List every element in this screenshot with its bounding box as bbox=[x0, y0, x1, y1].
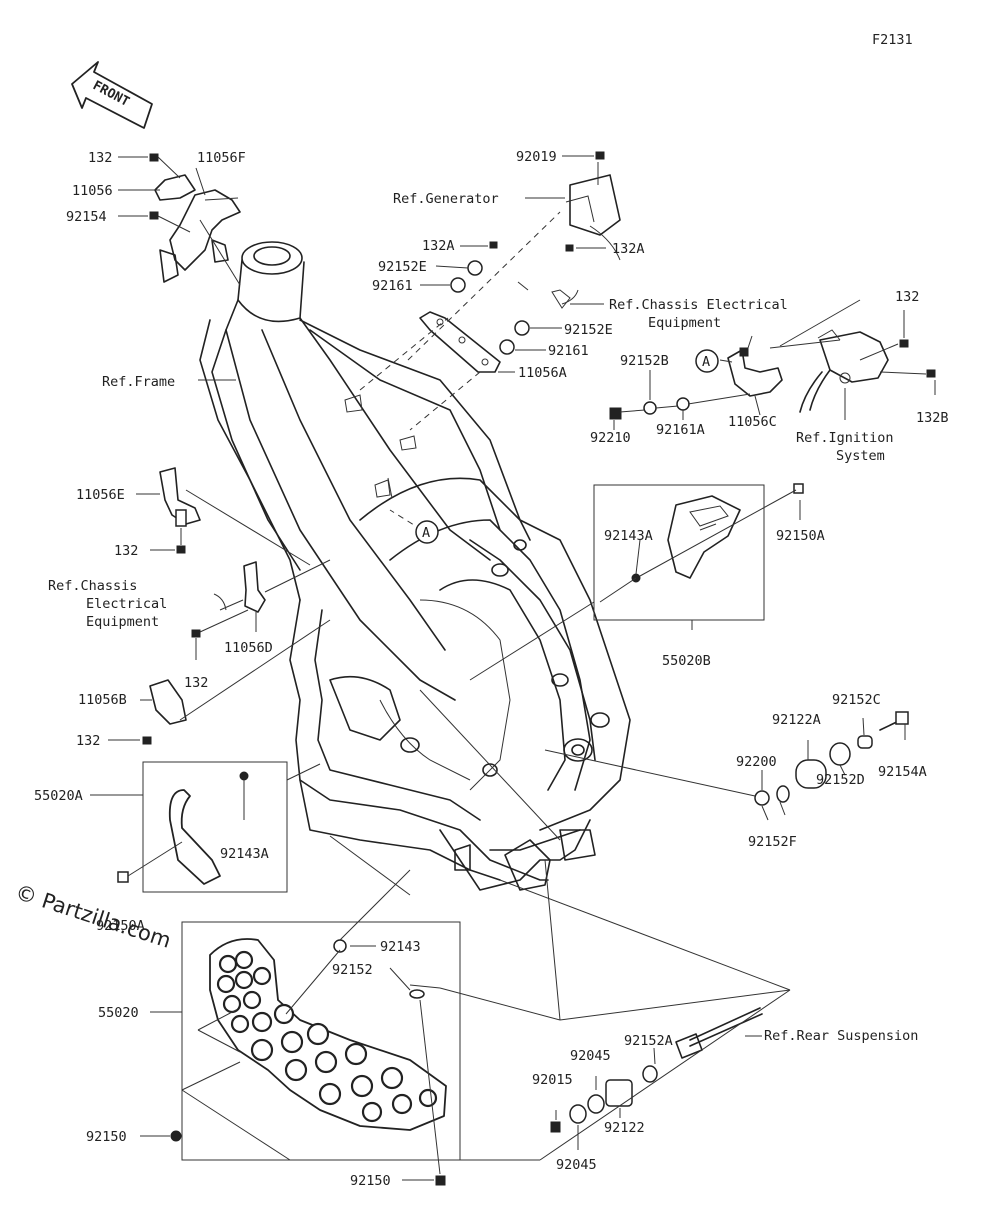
part-label: 92015 bbox=[532, 1072, 573, 1088]
part-label: 55020A bbox=[34, 788, 83, 804]
part-label: 92143 bbox=[380, 939, 421, 955]
part-label: 92150 bbox=[86, 1129, 127, 1145]
callout-a-center: A bbox=[415, 520, 439, 544]
guard-55020b bbox=[593, 483, 804, 621]
ref-chassis-electrical-left-2: Electrical bbox=[86, 596, 167, 612]
part-label: 92152E bbox=[564, 322, 613, 338]
part-label: 92152D bbox=[816, 772, 865, 788]
skid-plate-holes bbox=[216, 950, 438, 1123]
part-label: 11056E bbox=[76, 487, 125, 503]
svg-text:A: A bbox=[422, 525, 430, 541]
part-label: 92161 bbox=[372, 278, 413, 294]
part-number-labels: 132 11056F 11056 92154 92019 132A 92152E… bbox=[34, 149, 949, 1189]
part-label: 92154 bbox=[66, 209, 107, 225]
part-label: 11056A bbox=[518, 365, 567, 381]
part-label: 92152C bbox=[832, 692, 881, 708]
diagram-code: F2131 bbox=[872, 32, 913, 48]
bracket-11056f bbox=[149, 153, 241, 283]
ref-chassis-electrical-top: Ref.Chassis Electrical bbox=[609, 297, 788, 313]
part-label: 92150A bbox=[96, 918, 145, 934]
part-label: 92143A bbox=[220, 846, 269, 862]
part-label: 132B bbox=[916, 410, 949, 426]
part-label: 92161A bbox=[656, 422, 705, 438]
bracket-11056c bbox=[609, 329, 936, 420]
ref-ignition-2: System bbox=[836, 448, 885, 464]
part-label: 132A bbox=[612, 241, 645, 257]
part-label: 11056B bbox=[78, 692, 127, 708]
part-label: 92154A bbox=[878, 764, 927, 780]
part-label: 92152F bbox=[748, 834, 797, 850]
skid-plate-55020 bbox=[170, 921, 461, 1186]
part-label: 92045 bbox=[570, 1048, 611, 1064]
leader-lines bbox=[90, 155, 936, 1181]
part-label: 92152B bbox=[620, 353, 669, 369]
ref-chassis-electrical-left: Ref.Chassis bbox=[48, 578, 137, 594]
rear-mount-hardware bbox=[754, 711, 909, 806]
ref-chassis-electrical-top-2: Equipment bbox=[648, 315, 721, 331]
part-label: 92152 bbox=[332, 962, 373, 978]
callout-a-right: A bbox=[695, 349, 719, 373]
part-label: 11056D bbox=[224, 640, 273, 656]
bracket-11056e bbox=[159, 467, 201, 554]
motorcycle-frame bbox=[199, 174, 631, 891]
part-label: 132 bbox=[76, 733, 100, 749]
watermark: © Partzilla.com bbox=[12, 880, 174, 953]
hardware-top bbox=[450, 151, 621, 355]
svg-text:A: A bbox=[702, 354, 710, 370]
part-label: 55020 bbox=[98, 1005, 139, 1021]
part-label: 132 bbox=[895, 289, 919, 305]
part-label: 132 bbox=[88, 150, 112, 166]
part-label: 92122 bbox=[604, 1120, 645, 1136]
front-arrow-icon: FRONT bbox=[71, 61, 153, 129]
part-label: 11056 bbox=[72, 183, 113, 199]
ref-chassis-electrical-left-3: Equipment bbox=[86, 614, 159, 630]
bracket-11056d bbox=[191, 561, 266, 638]
part-label: 55020B bbox=[662, 653, 711, 669]
part-label: 132 bbox=[114, 543, 138, 559]
part-label: 92161 bbox=[548, 343, 589, 359]
reference-labels: Ref.Generator Ref.Chassis Electrical Equ… bbox=[48, 191, 918, 1044]
guard-55020a bbox=[117, 761, 288, 893]
bracket-11056b bbox=[142, 679, 187, 745]
ref-ignition: Ref.Ignition bbox=[796, 430, 894, 446]
part-label: 132A bbox=[422, 238, 455, 254]
part-label: 92019 bbox=[516, 149, 557, 165]
ref-generator: Ref.Generator bbox=[393, 191, 499, 207]
part-label: 92152E bbox=[378, 259, 427, 275]
part-label: 92122A bbox=[772, 712, 821, 728]
bracket-11056a bbox=[419, 281, 529, 373]
ref-frame: Ref.Frame bbox=[102, 374, 175, 390]
part-label: 11056F bbox=[197, 150, 246, 166]
part-label: 11056C bbox=[728, 414, 777, 430]
part-label: 92152A bbox=[624, 1033, 673, 1049]
ref-rear-suspension: Ref.Rear Suspension bbox=[764, 1028, 918, 1044]
part-label: 92200 bbox=[736, 754, 777, 770]
part-label: 92150 bbox=[350, 1173, 391, 1189]
part-label: 92143A bbox=[604, 528, 653, 544]
part-label: 92210 bbox=[590, 430, 631, 446]
part-label: 132 bbox=[184, 675, 208, 691]
part-label: 92045 bbox=[556, 1157, 597, 1173]
suspension-pivot-hardware bbox=[550, 1007, 763, 1133]
part-label: 92150A bbox=[776, 528, 825, 544]
